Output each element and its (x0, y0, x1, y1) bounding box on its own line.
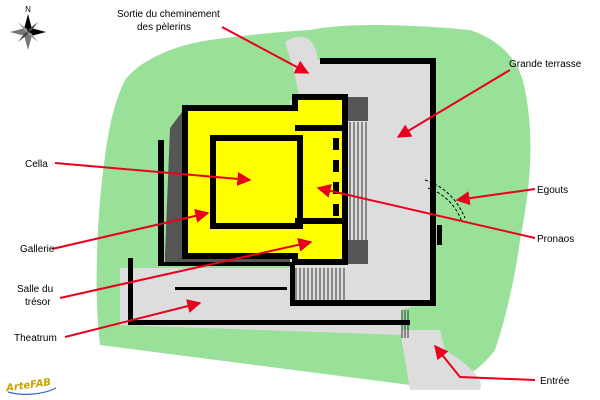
label-theatrum: Theatrum (14, 333, 57, 344)
arrow-pronaos (316, 184, 536, 239)
label-entree: Entrée (540, 376, 570, 387)
arrow-salle-du-tresor (59, 237, 313, 299)
label-egouts: Egouts (537, 185, 568, 196)
label-pronaos: Pronaos (537, 234, 574, 245)
label-grande-terrasse: Grande terrasse (509, 59, 582, 70)
label-sortie-line1: Sortie du cheminement (117, 9, 220, 20)
arrow-sortie (221, 26, 310, 74)
label-gallerie: Gallerie (20, 244, 55, 255)
sanctuary-area (185, 96, 346, 265)
compass-north-letter: N (25, 5, 31, 14)
pointer-arrows (51, 26, 536, 381)
egouts-drains (424, 179, 466, 223)
artefab-logo: ArteFAB (5, 377, 57, 395)
arrow-grande-terrasse (396, 69, 511, 138)
inner-partitions (295, 125, 345, 224)
pronaos-stairs (349, 122, 367, 240)
north-compass-icon (10, 14, 46, 50)
arrow-entree (434, 344, 536, 381)
label-salle-line1: Salle du (17, 284, 53, 295)
south-stairs (295, 268, 345, 300)
arrow-theatrum (64, 299, 202, 338)
terrace-walls (128, 58, 442, 325)
label-salle-line2: trésor (25, 297, 51, 308)
sanctuary-walls (182, 94, 348, 265)
arrow-egouts (455, 188, 536, 206)
arrow-cella (54, 162, 252, 186)
shadow-west (165, 108, 185, 255)
label-sortie-line2: des pèlerins (137, 22, 191, 33)
label-cella: Cella (25, 159, 48, 170)
arrow-gallerie (51, 209, 210, 250)
